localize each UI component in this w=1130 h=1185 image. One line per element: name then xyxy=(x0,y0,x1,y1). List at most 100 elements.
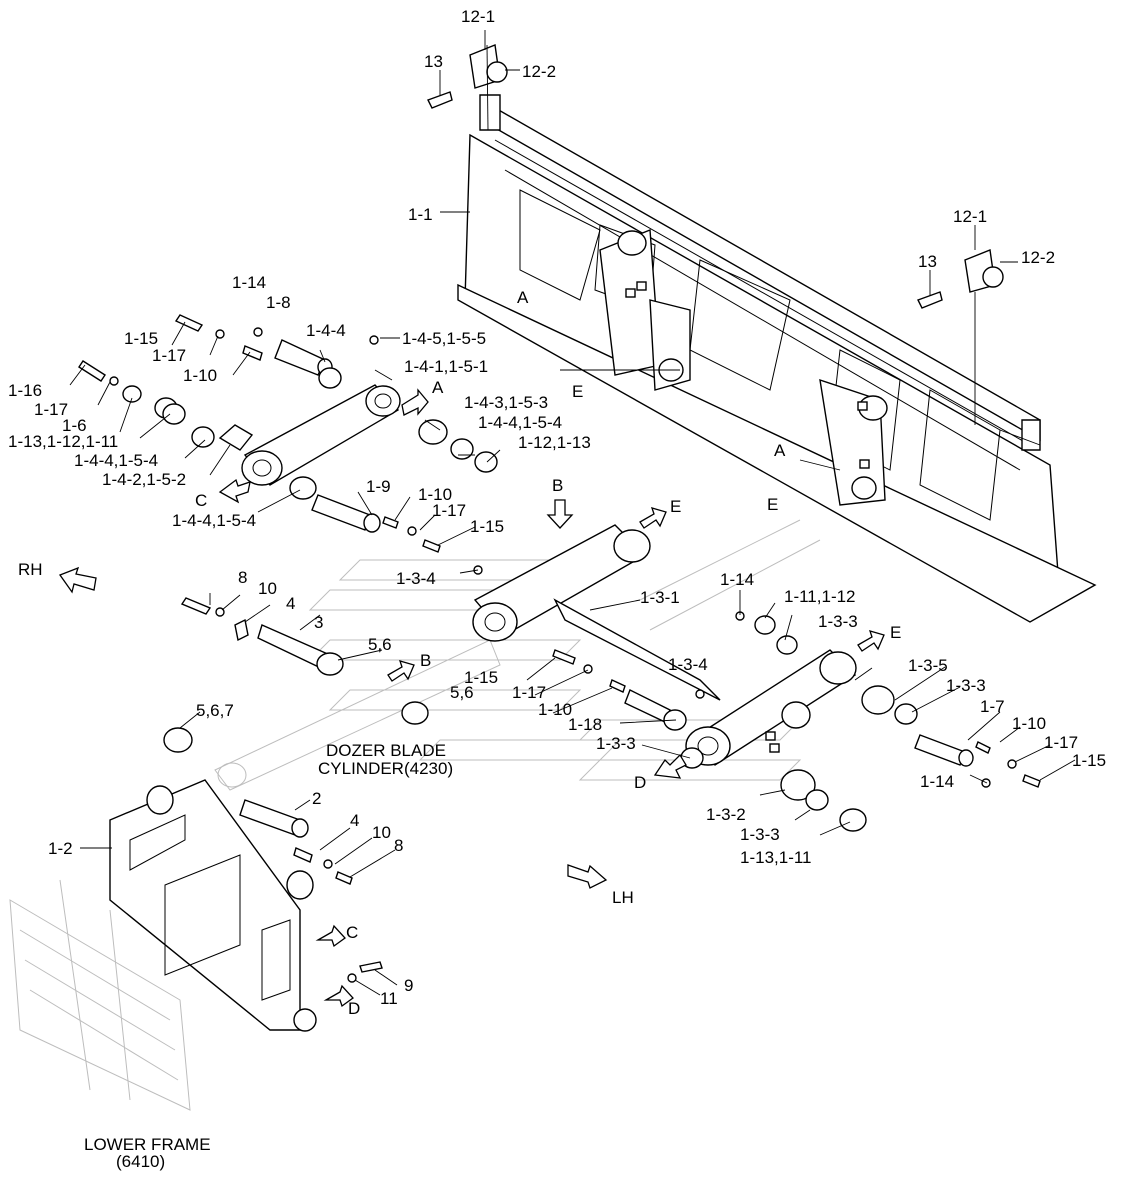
label-1-4-3: 1-4-3,1-5-3 xyxy=(464,393,548,412)
label-1-3-4-a: 1-3-4 xyxy=(396,569,436,588)
label-1-3-5: 1-3-5 xyxy=(908,656,948,675)
dozer-blade xyxy=(457,94,1097,623)
label-d-1: D xyxy=(634,773,646,792)
label-e-2: E xyxy=(767,495,778,514)
label-1-17-b: 1-17 xyxy=(34,400,68,419)
label-4-a: 4 xyxy=(286,594,295,613)
label-1-10-c: 1-10 xyxy=(538,700,572,719)
lower-frame-ghost xyxy=(9,879,191,1111)
label-1-9: 1-9 xyxy=(366,477,391,496)
label-1-14-a: 1-14 xyxy=(232,273,266,292)
arrow-lh xyxy=(567,864,608,889)
label-1-10-d: 1-10 xyxy=(1012,714,1046,733)
label-lh: LH xyxy=(612,888,634,907)
label-a-3: A xyxy=(774,441,786,460)
label-12-2-top: 12-2 xyxy=(522,62,556,81)
pin-group-3 xyxy=(163,597,429,753)
label-1-15-a: 1-15 xyxy=(124,329,158,348)
label-rh: RH xyxy=(18,560,43,579)
arm-1-4 xyxy=(78,314,498,553)
label-1-8: 1-8 xyxy=(266,293,291,312)
label-1-16: 1-16 xyxy=(8,381,42,400)
label-2: 2 xyxy=(312,789,321,808)
label-1-3-3-d: 1-3-3 xyxy=(740,825,780,844)
label-e-4: E xyxy=(890,623,901,642)
label-12-1-right: 12-1 xyxy=(953,207,987,226)
label-1-13-a: 1-13,1-12,1-11 xyxy=(8,432,118,451)
label-13-right: 13 xyxy=(918,252,937,271)
label-8-b: 8 xyxy=(394,836,403,855)
label-12-1-top: 12-1 xyxy=(461,7,495,26)
pin-12-right xyxy=(917,225,1018,425)
label-5-6-b: 5,6 xyxy=(450,683,474,702)
label-1-1: 1-1 xyxy=(408,205,433,224)
label-1-11-12: 1-11,1-12 xyxy=(784,587,856,606)
arrow-a-1 xyxy=(401,388,429,416)
label-1-4-4-a: 1-4-4 xyxy=(306,321,346,340)
label-lower-frame: LOWER FRAME xyxy=(84,1135,211,1154)
label-c-1: C xyxy=(195,491,207,510)
label-10-b: 10 xyxy=(372,823,391,842)
label-a-2: A xyxy=(517,288,529,307)
label-1-10-b: 1-10 xyxy=(418,485,452,504)
label-1-4-4-c: 1-4-4,1-5-4 xyxy=(172,511,256,530)
label-1-3-4-b: 1-3-4 xyxy=(668,655,708,674)
label-13-top: 13 xyxy=(424,52,443,71)
arrow-rh xyxy=(58,566,97,594)
label-1-4-4-d: 1-4-4,1-5-4 xyxy=(478,413,562,432)
label-dozer-1: DOZER BLADE xyxy=(326,741,446,760)
label-lower-frame-code: (6410) xyxy=(116,1152,165,1171)
label-1-13-11: 1-13,1-11 xyxy=(740,848,812,867)
label-9: 9 xyxy=(404,976,413,995)
leader-lines xyxy=(69,211,1076,996)
label-b-1: B xyxy=(552,476,563,495)
arrow-d-1 xyxy=(653,753,687,779)
label-e-1: E xyxy=(572,382,583,401)
label-1-17-d: 1-17 xyxy=(512,683,546,702)
arrow-e-1 xyxy=(639,507,667,529)
label-12-2-right: 12-2 xyxy=(1021,248,1055,267)
label-1-10-a: 1-10 xyxy=(183,366,217,385)
label-1-15-c: 1-15 xyxy=(464,668,498,687)
label-3: 3 xyxy=(314,613,323,632)
arrow-c-1 xyxy=(218,478,251,504)
label-b-2: B xyxy=(420,651,431,670)
direction-arrows xyxy=(58,388,885,1008)
label-e-3: E xyxy=(670,497,681,516)
arm-1-3 xyxy=(472,524,1041,832)
label-1-4-1: 1-4-1,1-5-1 xyxy=(404,357,488,376)
label-1-14-b: 1-14 xyxy=(720,570,754,589)
label-1-15-d: 1-15 xyxy=(1072,751,1106,770)
label-1-4-4-b: 1-4-4,1-5-4 xyxy=(74,451,158,470)
label-5-6-a: 5,6 xyxy=(368,635,392,654)
label-10-a: 10 xyxy=(258,579,277,598)
label-1-17-c: 1-17 xyxy=(432,501,466,520)
arrow-e-2 xyxy=(857,630,885,652)
label-1-6: 1-6 xyxy=(62,416,87,435)
arrow-c-2 xyxy=(315,924,346,948)
label-1-3-3-a: 1-3-3 xyxy=(818,612,858,631)
label-dozer-2: CYLINDER(4230) xyxy=(318,759,453,778)
callout-labels: 12-1 13 12-2 1-1 12-1 13 12-2 1-14 1-8 1… xyxy=(8,7,1106,1171)
label-1-18: 1-18 xyxy=(568,715,602,734)
label-d-2: D xyxy=(348,999,360,1018)
label-1-4-5: 1-4-5,1-5-5 xyxy=(402,329,486,348)
label-1-17-a: 1-17 xyxy=(152,346,186,365)
label-1-3-2: 1-3-2 xyxy=(706,805,746,824)
label-4-b: 4 xyxy=(350,811,359,830)
label-a-1: A xyxy=(432,378,444,397)
arrow-d-2 xyxy=(323,984,354,1008)
label-1-2: 1-2 xyxy=(48,839,73,858)
label-c-2: C xyxy=(346,923,358,942)
arrow-b-1 xyxy=(546,499,574,529)
arrow-b-2 xyxy=(387,660,415,682)
label-1-15-b: 1-15 xyxy=(470,517,504,536)
label-1-4-2: 1-4-2,1-5-2 xyxy=(102,470,186,489)
label-8-a: 8 xyxy=(238,568,247,587)
label-1-3-1: 1-3-1 xyxy=(640,588,680,607)
label-1-3-3-c: 1-3-3 xyxy=(596,734,636,753)
label-11: 11 xyxy=(380,989,398,1008)
pin-12-top xyxy=(427,30,520,131)
